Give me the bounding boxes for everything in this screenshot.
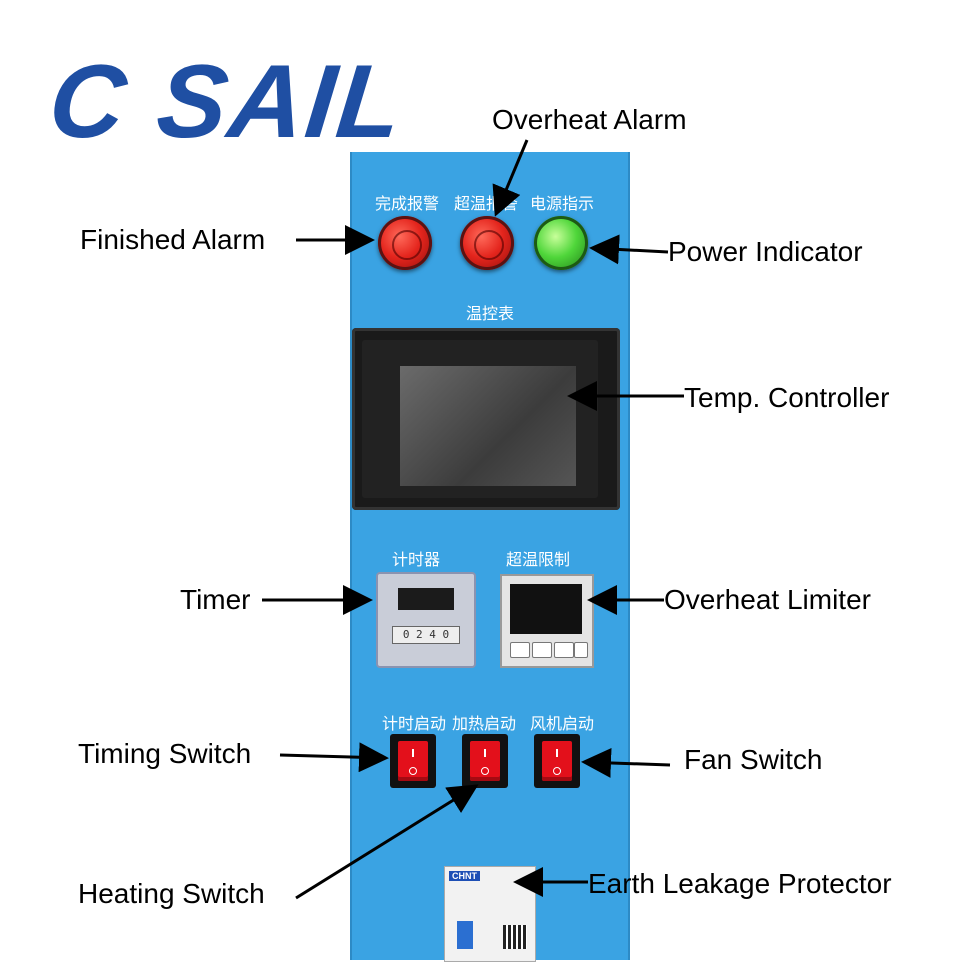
overheat-limiter-device[interactable]: [500, 574, 594, 668]
timing-switch[interactable]: [390, 734, 436, 788]
off-mark-icon: [409, 767, 417, 775]
callout-overheat-alarm: Overheat Alarm: [492, 104, 687, 135]
callout-earth-leakage: Earth Leakage Protector: [588, 868, 892, 899]
callout-power-indicator: Power Indicator: [668, 236, 863, 267]
arrow-heating-switch: [295, 784, 479, 900]
arrow-timing-switch: [279, 742, 389, 773]
rocker-face: [470, 741, 500, 781]
qr-code-icon: [503, 925, 527, 949]
callout-temp-controller: Temp. Controller: [684, 382, 890, 413]
cn-label-overheat-limiter: 超温限制: [506, 550, 571, 569]
on-mark-icon: [412, 749, 414, 757]
cn-label-fan-start: 风机启动: [530, 714, 595, 733]
callout-timing-switch: Timing Switch: [78, 738, 252, 769]
speaker-grille-icon: [474, 230, 504, 260]
callout-fan-switch: Fan Switch: [684, 744, 823, 775]
off-mark-icon: [553, 767, 561, 775]
cn-label-power-indicator: 电源指示: [530, 194, 595, 213]
cn-label-finished-alarm: 完成报警: [375, 194, 440, 213]
cn-label-timer: 计时器: [392, 550, 441, 569]
heating-switch[interactable]: [462, 734, 508, 788]
limiter-set-button[interactable]: [510, 642, 530, 658]
overheat-alarm-lamp: [460, 216, 514, 270]
arrow-fan-switch: [581, 747, 671, 778]
timer-device[interactable]: 0 2 4 0: [376, 572, 476, 668]
finished-alarm-lamp: [378, 216, 432, 270]
callout-timer: Timer: [180, 584, 251, 615]
off-mark-icon: [481, 767, 489, 775]
on-mark-icon: [484, 749, 486, 757]
control-panel: [350, 152, 630, 960]
cn-label-timing-start: 计时启动: [382, 714, 447, 733]
timer-display: [398, 588, 454, 610]
power-indicator-lamp: [534, 216, 588, 270]
rcd-brand: CHNT: [449, 871, 480, 881]
rocker-face: [542, 741, 572, 781]
callout-overheat-limiter: Overheat Limiter: [664, 584, 871, 615]
speaker-grille-icon: [392, 230, 422, 260]
cn-label-heating-start: 加热启动: [452, 714, 517, 733]
on-mark-icon: [556, 749, 558, 757]
callout-heating-switch: Heating Switch: [78, 878, 265, 909]
cn-label-temp-controller: 温控表: [466, 304, 515, 323]
temp-controller-touchscreen[interactable]: [352, 328, 620, 510]
limiter-display: [510, 584, 582, 634]
callout-finished-alarm: Finished Alarm: [80, 224, 266, 255]
limiter-mode-button[interactable]: [532, 642, 552, 658]
rcd-lever[interactable]: [457, 921, 473, 949]
rocker-face: [398, 741, 428, 781]
arrow-power-indicator: [589, 234, 669, 265]
arrow-overheat-alarm: [492, 139, 529, 217]
limiter-up-button[interactable]: [574, 642, 588, 658]
touchscreen-display[interactable]: [400, 366, 576, 486]
limiter-down-button[interactable]: [554, 642, 574, 658]
fan-switch[interactable]: [534, 734, 580, 788]
timer-dial-keys[interactable]: 0 2 4 0: [392, 626, 460, 644]
